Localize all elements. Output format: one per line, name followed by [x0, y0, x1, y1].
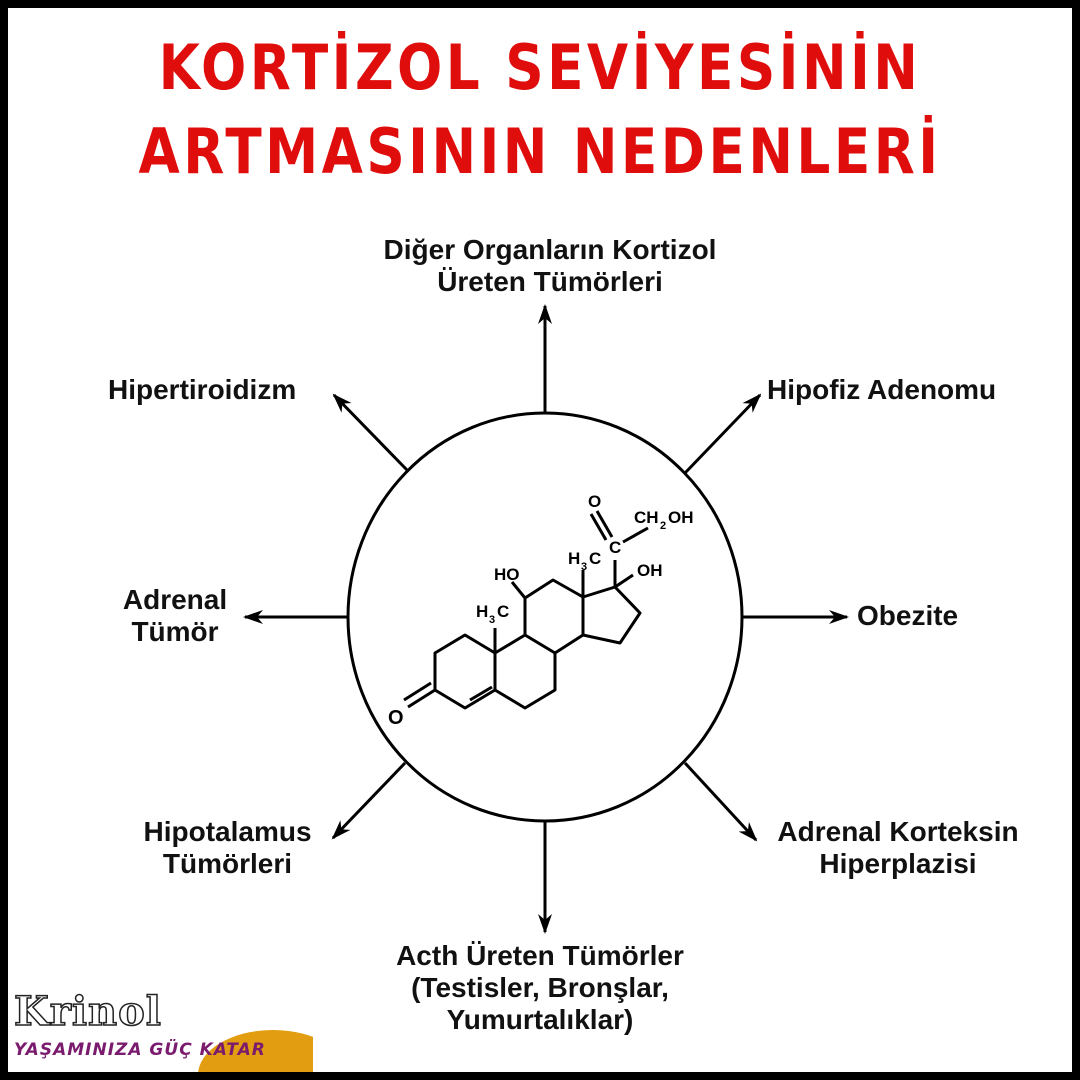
atom-ho: HO: [494, 565, 520, 584]
cause-bottom-line-1: Acth Üreten Tümörler: [396, 940, 684, 971]
atom-ch2oh-oh: OH: [668, 508, 694, 527]
cause-upper-right: Hipofiz Adenomu: [767, 374, 996, 406]
arrow-upper-left: [332, 393, 409, 472]
cause-lower-right: Adrenal Korteksin Hiperplazisi: [758, 816, 1038, 880]
arrows: [243, 304, 849, 934]
arrow-lower-right: [683, 761, 758, 842]
logo-name: Krinol: [13, 992, 162, 1036]
cause-top-line-1: Diğer Organların Kortizol: [383, 234, 717, 265]
cause-left-line-2: Tümör: [131, 616, 219, 647]
cause-upper-left-line-1: Hipertiroidizm: [108, 374, 297, 405]
atom-o-carbonyl: O: [388, 707, 404, 729]
logo-slogan: YAŞAMINIZA GÜÇ KATAR: [14, 1040, 266, 1060]
atom-h3c-lower-h: H: [476, 602, 488, 621]
atom-ch2oh-sub: 2: [660, 520, 666, 532]
atom-h3c-lower-c: C: [497, 602, 509, 621]
atom-oh: OH: [637, 561, 663, 580]
cause-left-line-1: Adrenal: [122, 584, 228, 615]
cause-left: Adrenal Tümör: [100, 584, 250, 648]
cause-right-line-1: Obezite: [857, 600, 959, 631]
arrow-upper-right: [683, 393, 762, 475]
krinol-logo: Krinol YAŞAMINIZA GÜÇ KATAR: [8, 992, 313, 1072]
cause-upper-right-line-1: Hipofiz Adenomu: [767, 374, 997, 405]
cause-top-line-2: Üreten Tümörleri: [437, 266, 663, 297]
arrow-lower-left: [331, 761, 407, 840]
cause-bottom-line-3: Yumurtalıklar): [446, 1004, 634, 1035]
center-circle: [346, 411, 744, 823]
atom-h3c-upper-h: H: [568, 549, 580, 568]
cause-bottom: Acth Üreten Tümörler (Testisler, Bronşla…: [340, 940, 740, 1036]
cause-lower-left-line-2: Tümörleri: [162, 848, 293, 879]
cause-top: Diğer Organların Kortizol Üreten Tümörle…: [330, 234, 770, 298]
cause-lower-left: Hipotalamus Tümörleri: [120, 816, 335, 880]
cause-upper-left: Hipertiroidizm: [108, 374, 296, 406]
cause-lower-right-line-1: Adrenal Korteksin: [777, 816, 1019, 847]
molecule-labels: O HO H 3 C H 3 C OH C O CH 2 OH: [388, 492, 694, 729]
title-line-2: ARTMASININ NEDENLERİ: [138, 115, 942, 188]
atom-h3c-upper-c: C: [589, 549, 601, 568]
cause-bottom-line-2: (Testisler, Bronşlar,: [411, 972, 669, 1003]
title-line-1: KORTİZOL SEVİYESİNİN: [158, 31, 922, 104]
cause-lower-left-line-1: Hipotalamus: [143, 816, 312, 847]
cause-lower-right-line-2: Hiperplazisi: [819, 848, 977, 879]
cortisol-molecule: [403, 510, 649, 710]
atom-ch2oh-ch: CH: [634, 508, 659, 527]
atom-o-top: O: [588, 492, 601, 511]
cause-right: Obezite: [857, 600, 958, 632]
atom-h3c-lower-sub: 3: [489, 614, 495, 626]
atom-c-side: C: [609, 538, 621, 557]
atom-h3c-upper-sub: 3: [581, 561, 587, 573]
